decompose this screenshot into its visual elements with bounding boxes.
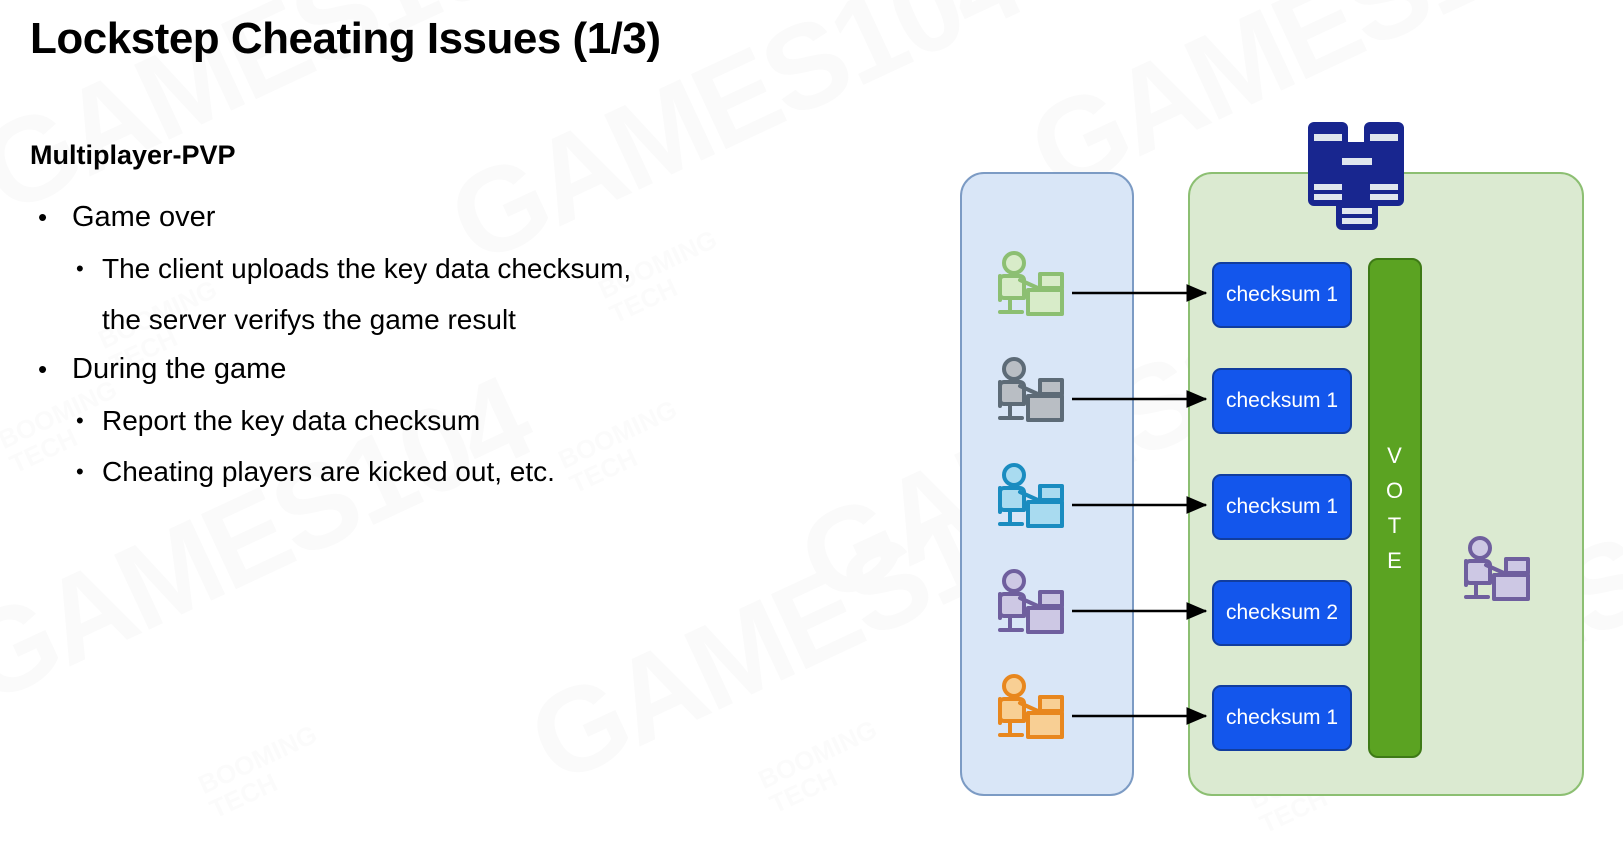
kicked-player-icon <box>1454 535 1538 607</box>
checksum-box[interactable]: checksum 1 <box>1212 368 1352 434</box>
section-subheading: Multiplayer-PVP <box>30 140 236 170</box>
vote-letter: V <box>1387 442 1403 468</box>
checksum-box[interactable]: checksum 1 <box>1212 262 1352 328</box>
client-workstation-icon <box>988 462 1072 534</box>
client-workstation-icon <box>988 250 1072 322</box>
bullet-text: Cheating players are kicked out, etc. <box>102 456 555 487</box>
vote-letter: T <box>1387 513 1403 538</box>
checksum-box[interactable]: checksum 1 <box>1212 685 1352 751</box>
bullet-item: • During the game <box>30 347 910 391</box>
server-icon <box>1302 118 1412 234</box>
page-title: Lockstep Cheating Issues (1/3) <box>30 14 661 63</box>
bullet-text: the server verifys the game result <box>102 304 516 335</box>
bullet-marker: • <box>76 459 84 484</box>
bullet-text: During the game <box>72 353 287 385</box>
bullet-item: • Cheating players are kicked out, etc. <box>30 448 910 495</box>
vote-letter: O <box>1385 477 1405 503</box>
watermark-booming-tech: BOOMING TECH <box>753 713 882 820</box>
bullet-item: • The client uploads the key data checks… <box>30 245 910 292</box>
bullet-marker: • <box>76 408 84 433</box>
watermark-booming-tech: BOOMING TECH <box>193 718 322 825</box>
bullet-text: Game over <box>72 201 216 233</box>
bullet-item: • Report the key data checksum <box>30 397 910 444</box>
client-workstation-icon <box>988 673 1072 745</box>
bullet-list: • Game over • The client uploads the key… <box>30 195 910 499</box>
bullet-text: The client uploads the key data checksum… <box>102 253 632 284</box>
bullet-item: the server verifys the game result <box>30 296 910 343</box>
bullet-item: • Game over <box>30 195 910 239</box>
checksum-box[interactable]: checksum 2 <box>1212 580 1352 646</box>
client-workstation-icon <box>988 356 1072 428</box>
bullet-text: Report the key data checksum <box>102 405 481 436</box>
vote-bar[interactable]: V O T E <box>1368 258 1422 758</box>
checksum-box[interactable]: checksum 1 <box>1212 474 1352 540</box>
lockstep-checksum-diagram: checksum 1 checksum 1 checksum 1 checksu… <box>940 110 1600 810</box>
client-workstation-icon <box>988 568 1072 640</box>
bullet-marker: • <box>76 256 84 281</box>
bullet-marker: • <box>38 202 48 232</box>
vote-letter: E <box>1387 548 1403 574</box>
bullet-marker: • <box>38 354 48 384</box>
